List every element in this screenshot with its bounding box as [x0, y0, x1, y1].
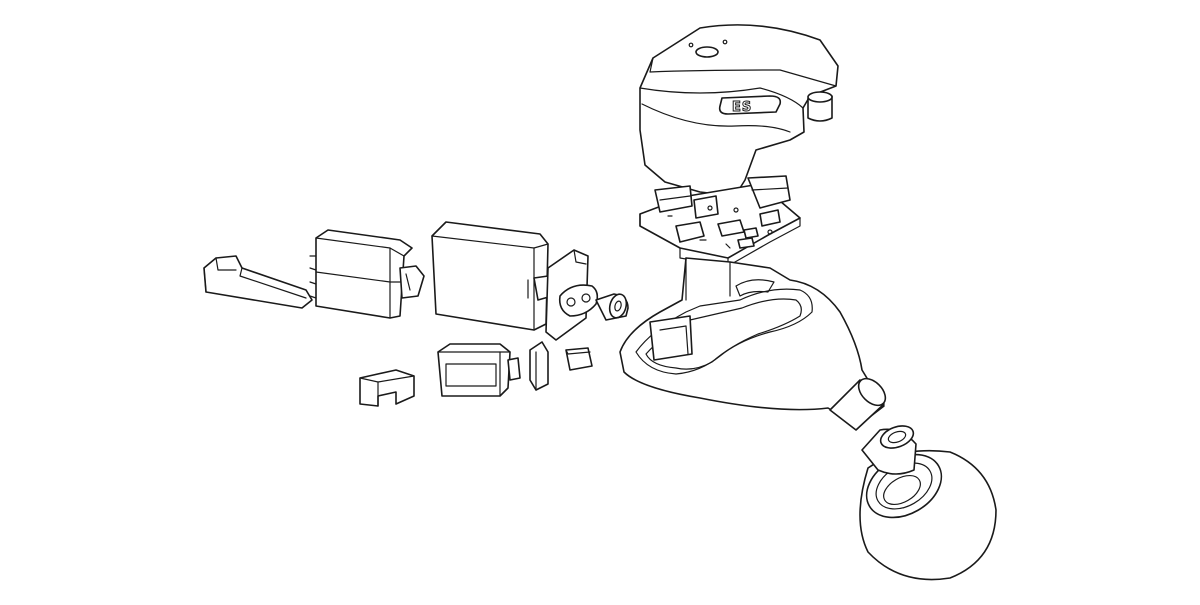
filter-disc	[529, 341, 549, 391]
tube-connector	[595, 293, 629, 321]
brand-logo-badge: ES	[718, 95, 782, 116]
logo-text: ES	[732, 100, 752, 115]
faceplate-shell: ES	[639, 24, 839, 197]
dual-driver-unit	[309, 229, 425, 319]
vent-hole	[695, 46, 719, 58]
main-shell-body	[619, 257, 887, 431]
ear-tip	[859, 425, 997, 581]
driver-bracket	[203, 255, 313, 309]
small-driver-unit	[437, 343, 521, 397]
circuit-board	[639, 175, 801, 267]
dynamic-driver-box	[431, 221, 553, 331]
acoustic-damper	[565, 347, 593, 371]
spacer-block	[359, 369, 415, 407]
gasket-plate	[545, 249, 599, 341]
